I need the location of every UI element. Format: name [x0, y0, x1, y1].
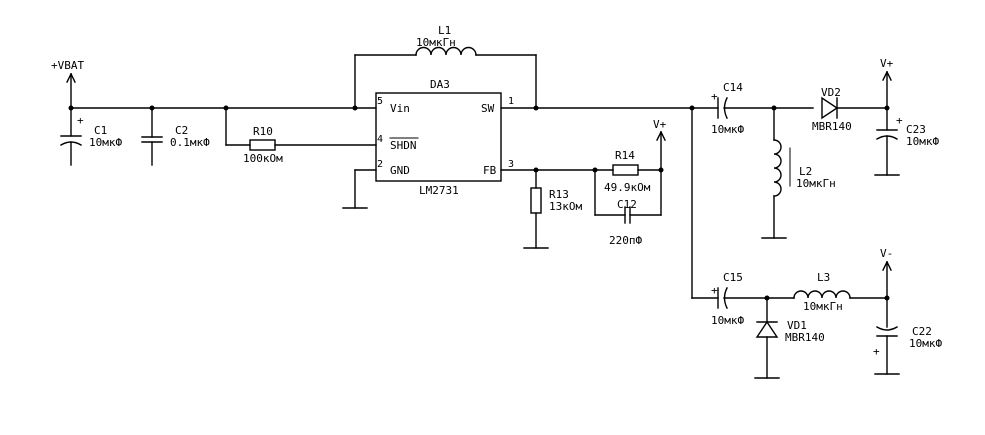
ic-ground-wire [342, 169, 377, 209]
inductor-l3: L3 10мкГн [793, 271, 890, 313]
pin-shdn-number: 4 [377, 134, 383, 145]
vminus-output-label: V- [880, 247, 893, 260]
vplus-output-label: V+ [880, 57, 894, 70]
vd1-value: MBR140 [785, 331, 825, 344]
c14-ref: C14 [723, 81, 743, 94]
r10-ref: R10 [253, 125, 273, 138]
diode-vd1: VD1 MBR140 [754, 297, 825, 379]
c2-ref: C2 [175, 124, 188, 137]
c14-polarity: + [711, 90, 718, 103]
ic-ref: DA3 [430, 78, 450, 91]
feedback-network [500, 167, 664, 216]
l1-ref: L1 [438, 24, 451, 37]
capacitor-c22: + C22 10мкФ [873, 297, 942, 375]
l2-ref: L2 [799, 165, 812, 178]
c23-polarity: + [896, 114, 903, 127]
c1-value: 10мкФ [89, 136, 122, 149]
capacitor-c15: + C15 10мкФ [711, 271, 795, 327]
l2-value: 10мкГн [796, 177, 836, 190]
c22-polarity: + [873, 345, 880, 358]
pin-gnd-label: GND [390, 164, 410, 177]
c2-value: 0.1мкФ [170, 136, 210, 149]
input-rail-wires [68, 105, 377, 111]
c1-ref: C1 [94, 124, 107, 137]
capacitor-c1: + C1 10мкФ [60, 107, 122, 166]
r10-value: 100кОм [243, 152, 283, 165]
inductor-l1: L1 10мкГн [354, 24, 537, 109]
capacitor-c23: + C23 10мкФ [874, 107, 939, 176]
pin-vin-number: 5 [377, 96, 383, 107]
resistor-r13: R13 13кОм [523, 169, 582, 249]
l1-value: 10мкГн [416, 36, 456, 49]
l3-value: 10мкГн [803, 300, 843, 313]
pin-gnd-number: 2 [377, 159, 383, 170]
vd2-value: MBR140 [812, 120, 852, 133]
r14-ref: R14 [615, 149, 635, 162]
capacitor-c12: C12 220пФ [609, 198, 642, 247]
vd2-ref: VD2 [821, 86, 841, 99]
vbat-label: +VBAT [51, 59, 84, 72]
vplus-feedback-label: V+ [653, 118, 667, 131]
diode-vd2: VD2 MBR140 [812, 86, 890, 133]
inductor-l2: L2 10мкГн [761, 107, 836, 239]
c22-value: 10мкФ [909, 337, 942, 350]
pin-fb-number: 3 [508, 159, 514, 170]
c23-ref: C23 [906, 123, 926, 136]
c23-value: 10мкФ [906, 135, 939, 148]
resistor-r14: R14 49.9кОм [604, 149, 651, 194]
power-symbol-vbat: +VBAT [51, 59, 84, 109]
l3-ref: L3 [817, 271, 830, 284]
pin-sw-label: SW [481, 102, 495, 115]
c12-ref: C12 [617, 198, 637, 211]
pin-vin-label: Vin [390, 102, 410, 115]
resistor-r10: R10 100кОм [225, 107, 377, 165]
c14-value: 10мкФ [711, 123, 744, 136]
c15-value: 10мкФ [711, 314, 744, 327]
capacitor-c2: C2 0.1мкФ [141, 107, 210, 166]
pin-sw-number: 1 [508, 96, 514, 107]
switch-node-wires [500, 105, 719, 299]
c1-polarity: + [77, 114, 84, 127]
pin-fb-label: FB [483, 164, 497, 177]
c12-value: 220пФ [609, 234, 642, 247]
ic-part: LM2731 [419, 184, 459, 197]
c15-ref: C15 [723, 271, 743, 284]
ic-lm2731: DA3 LM2731 5 Vin 4 SHDN 2 GND 1 SW 3 FB [375, 78, 514, 197]
pin-shdn-label: SHDN [390, 139, 417, 152]
power-symbol-vplus-output: V+ [880, 57, 894, 109]
r13-ref: R13 [549, 188, 569, 201]
c15-polarity: + [711, 284, 718, 297]
power-symbol-vplus-feedback: V+ [653, 118, 667, 171]
r13-value: 13кОм [549, 200, 582, 213]
capacitor-c14: + C14 10мкФ [711, 81, 814, 136]
c22-ref: C22 [912, 325, 932, 338]
power-symbol-vminus-output: V- [880, 247, 893, 299]
r14-value: 49.9кОм [604, 181, 651, 194]
vd1-ref: VD1 [787, 319, 807, 332]
